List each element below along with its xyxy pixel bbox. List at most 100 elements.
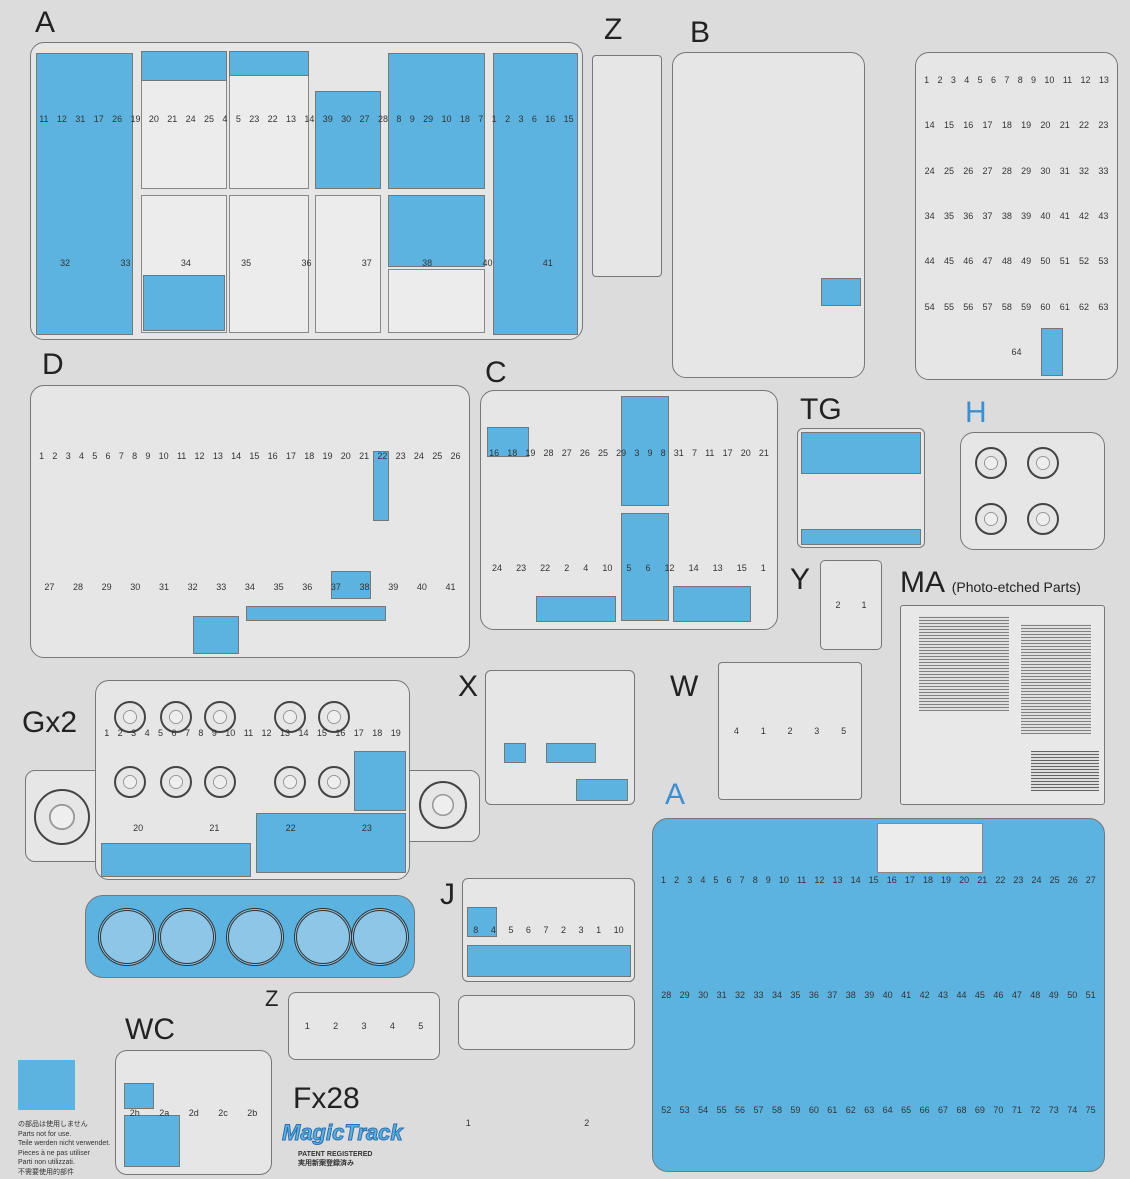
sprue-label-a-bottom: A bbox=[665, 778, 686, 811]
part-number: 2c bbox=[218, 1107, 228, 1118]
unused-region bbox=[246, 606, 386, 621]
part-number: 16 bbox=[267, 450, 278, 461]
part-number: 10 bbox=[602, 562, 613, 573]
legend-line: Teile werden nicht verwendet. bbox=[18, 1140, 111, 1147]
part-number: 21 bbox=[209, 822, 220, 833]
part-number: 30 bbox=[698, 989, 709, 1000]
part-number: 12 bbox=[261, 727, 272, 738]
part-number: 44 bbox=[956, 989, 967, 1000]
part-number: 26 bbox=[450, 450, 461, 461]
sprue-cell bbox=[388, 269, 485, 333]
part-number: 29 bbox=[101, 582, 112, 593]
part-number: 21 bbox=[359, 450, 370, 461]
unused-region bbox=[256, 813, 406, 873]
part-number: 31 bbox=[716, 989, 727, 1000]
part-number: 38 bbox=[1001, 210, 1012, 221]
road-wheel bbox=[274, 766, 306, 798]
road-wheel bbox=[114, 766, 146, 798]
patent-en: PATENT REGISTERED bbox=[298, 1151, 373, 1158]
part-number: 27 bbox=[1085, 875, 1096, 886]
sprue-label-c: C bbox=[485, 356, 507, 389]
part-number: 27 bbox=[982, 165, 993, 176]
part-number: 56 bbox=[963, 301, 974, 312]
part-number: 6 bbox=[105, 450, 111, 461]
part-number: 25 bbox=[432, 450, 443, 461]
part-number: 57 bbox=[753, 1104, 764, 1115]
unused-region bbox=[821, 278, 861, 306]
part-number: 8 bbox=[198, 727, 204, 738]
part-number: 39 bbox=[1021, 210, 1032, 221]
part-number: 60 bbox=[808, 1104, 819, 1115]
part-number: 1 bbox=[596, 925, 602, 935]
part-number: 1 bbox=[924, 74, 930, 85]
unused-region bbox=[373, 451, 389, 521]
part-number: 11 bbox=[176, 450, 187, 461]
part-number: 8 bbox=[752, 875, 758, 886]
part-number: 6 bbox=[525, 925, 531, 935]
part-number: 56 bbox=[735, 1104, 746, 1115]
part-number: 34 bbox=[771, 989, 782, 1000]
legend-line: の部品は使用しません bbox=[18, 1121, 88, 1128]
part-number: 22 bbox=[540, 562, 551, 573]
part-number: 61 bbox=[827, 1104, 838, 1115]
part-number: 46 bbox=[963, 256, 974, 267]
part-number: 19 bbox=[941, 875, 952, 886]
part-number: 18 bbox=[304, 450, 315, 461]
unused-region bbox=[536, 596, 616, 622]
sprue-ma bbox=[900, 605, 1105, 805]
part-number: 47 bbox=[982, 256, 993, 267]
part-number: 48 bbox=[1030, 989, 1041, 1000]
part-number: 8 bbox=[1017, 74, 1023, 85]
part-number: 12 bbox=[194, 450, 205, 461]
part-number: 36 bbox=[302, 582, 313, 593]
part-number: 71 bbox=[1011, 1104, 1022, 1115]
part-number: 55 bbox=[716, 1104, 727, 1115]
unused-region bbox=[193, 616, 239, 654]
part-number: 12 bbox=[1080, 74, 1091, 85]
part-number: 20 bbox=[1040, 120, 1051, 131]
part-number: 23 bbox=[395, 450, 406, 461]
part-number: 58 bbox=[771, 1104, 782, 1115]
sprue-label-ma: MA (Photo-etched Parts) bbox=[900, 568, 1081, 598]
part-number: 35 bbox=[790, 989, 801, 1000]
part-number: 2b bbox=[247, 1107, 258, 1118]
part-number: 1 bbox=[465, 1117, 471, 1128]
part-number: 1 bbox=[104, 727, 110, 738]
wheel-ring bbox=[294, 908, 352, 966]
unused-region bbox=[546, 743, 596, 763]
sprue-tg bbox=[797, 428, 925, 548]
part-number: 2 bbox=[835, 600, 841, 610]
part-number: 10 bbox=[778, 875, 789, 886]
part-number: 51 bbox=[1085, 989, 1096, 1000]
part-number: 24 bbox=[924, 165, 935, 176]
part-number: 2 bbox=[333, 1021, 339, 1031]
unused-region bbox=[229, 51, 309, 76]
part-number: 21 bbox=[758, 447, 769, 458]
wheel-ring bbox=[351, 908, 409, 966]
part-number: 28 bbox=[1001, 165, 1012, 176]
part-number: 3 bbox=[578, 925, 584, 935]
sprue-b bbox=[672, 52, 865, 378]
patent-jp: 実用新案登録済み bbox=[298, 1160, 354, 1167]
part-number: 40 bbox=[882, 989, 893, 1000]
part-number: 19 bbox=[1021, 120, 1032, 131]
sprue-label-h: H bbox=[965, 396, 987, 429]
part-number: 25 bbox=[1049, 875, 1060, 886]
part-number: 54 bbox=[698, 1104, 709, 1115]
legend-line: Pieces à ne pas utiliser bbox=[18, 1149, 90, 1157]
sprue-label-d: D bbox=[42, 348, 64, 381]
part-number: 32 bbox=[1079, 165, 1090, 176]
part-number: 19 bbox=[322, 450, 333, 461]
part-number: 15 bbox=[736, 562, 747, 573]
part-number: 69 bbox=[974, 1104, 985, 1115]
part-number: 40 bbox=[416, 582, 427, 593]
magictrack-logo: MagicTrack bbox=[282, 1120, 404, 1146]
sprocket-wheel bbox=[975, 447, 1007, 479]
part-number: 2 bbox=[584, 1117, 590, 1128]
